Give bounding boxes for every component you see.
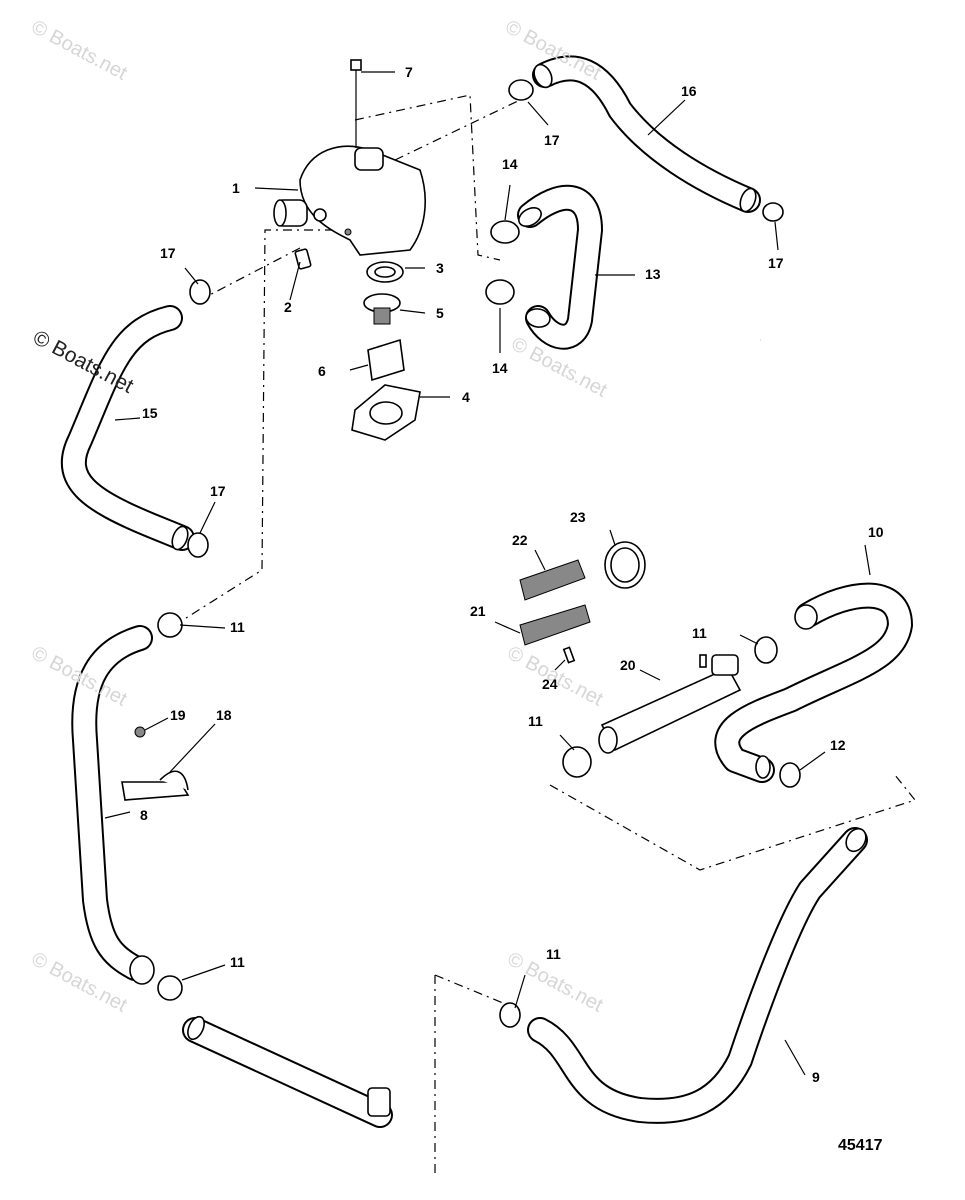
callout-16: 16 bbox=[681, 83, 697, 99]
hose-8 bbox=[71, 625, 155, 985]
hose-13 bbox=[517, 184, 603, 350]
callout-23: 23 bbox=[570, 509, 586, 525]
gasket-4 bbox=[351, 384, 421, 441]
callout-17: 17 bbox=[210, 483, 226, 499]
hose-9 bbox=[527, 827, 868, 1124]
clamps-17 bbox=[187, 79, 784, 558]
bolt-7 bbox=[350, 59, 362, 148]
callout-17: 17 bbox=[544, 132, 560, 148]
callout-11: 11 bbox=[546, 946, 561, 962]
cooler-20 bbox=[598, 654, 742, 754]
callout-13: 13 bbox=[645, 266, 661, 282]
thermostat-housing bbox=[273, 145, 426, 256]
callout-14: 14 bbox=[502, 156, 518, 172]
pad-21 bbox=[519, 604, 591, 646]
callout-22: 22 bbox=[512, 532, 528, 548]
callout-14: 14 bbox=[492, 360, 508, 376]
assembly-dash-lines bbox=[174, 94, 917, 1175]
leader-lines bbox=[104, 71, 871, 1076]
callout-7: 7 bbox=[405, 64, 413, 80]
clamp-23 bbox=[604, 541, 646, 589]
callout-2: 2 bbox=[284, 299, 292, 315]
callout-24: 24 bbox=[542, 676, 558, 692]
thermostat-5 bbox=[363, 293, 401, 325]
tube-bottom bbox=[182, 1015, 393, 1128]
callout-15: 15 bbox=[142, 405, 158, 421]
callout-17: 17 bbox=[160, 245, 176, 261]
callout-10: 10 bbox=[868, 524, 884, 540]
callout-17: 17 bbox=[768, 255, 784, 271]
callout-20: 20 bbox=[620, 657, 636, 673]
nut-19 bbox=[134, 726, 146, 738]
hose-10 bbox=[714, 582, 913, 783]
hose-16 bbox=[532, 55, 761, 213]
bolt-2 bbox=[294, 248, 312, 270]
callout-19: 19 bbox=[170, 707, 186, 723]
callout-11: 11 bbox=[230, 954, 245, 970]
callout-11: 11 bbox=[230, 619, 245, 635]
callout-5: 5 bbox=[436, 305, 444, 321]
callout-4: 4 bbox=[462, 389, 470, 405]
callout-12: 12 bbox=[830, 737, 846, 753]
callout-3: 3 bbox=[436, 260, 444, 276]
clamps-11 bbox=[157, 612, 778, 1028]
figure-number: 45417 bbox=[838, 1137, 883, 1154]
callout-21: 21 bbox=[470, 603, 486, 619]
callout-8: 8 bbox=[140, 807, 148, 823]
pad-22 bbox=[519, 559, 586, 601]
callout-11: 11 bbox=[692, 625, 707, 641]
hose-15 bbox=[60, 305, 195, 551]
clamp-12 bbox=[779, 762, 801, 788]
callout-11: 11 bbox=[528, 713, 543, 729]
bracket-18 bbox=[121, 726, 190, 801]
sleeve-6 bbox=[367, 338, 405, 382]
callout-9: 9 bbox=[812, 1069, 820, 1085]
callout-1: 1 bbox=[232, 180, 240, 196]
callout-18: 18 bbox=[216, 707, 232, 723]
callout-6: 6 bbox=[318, 363, 326, 379]
screw-24 bbox=[562, 646, 576, 664]
clamps-14 bbox=[485, 220, 520, 305]
